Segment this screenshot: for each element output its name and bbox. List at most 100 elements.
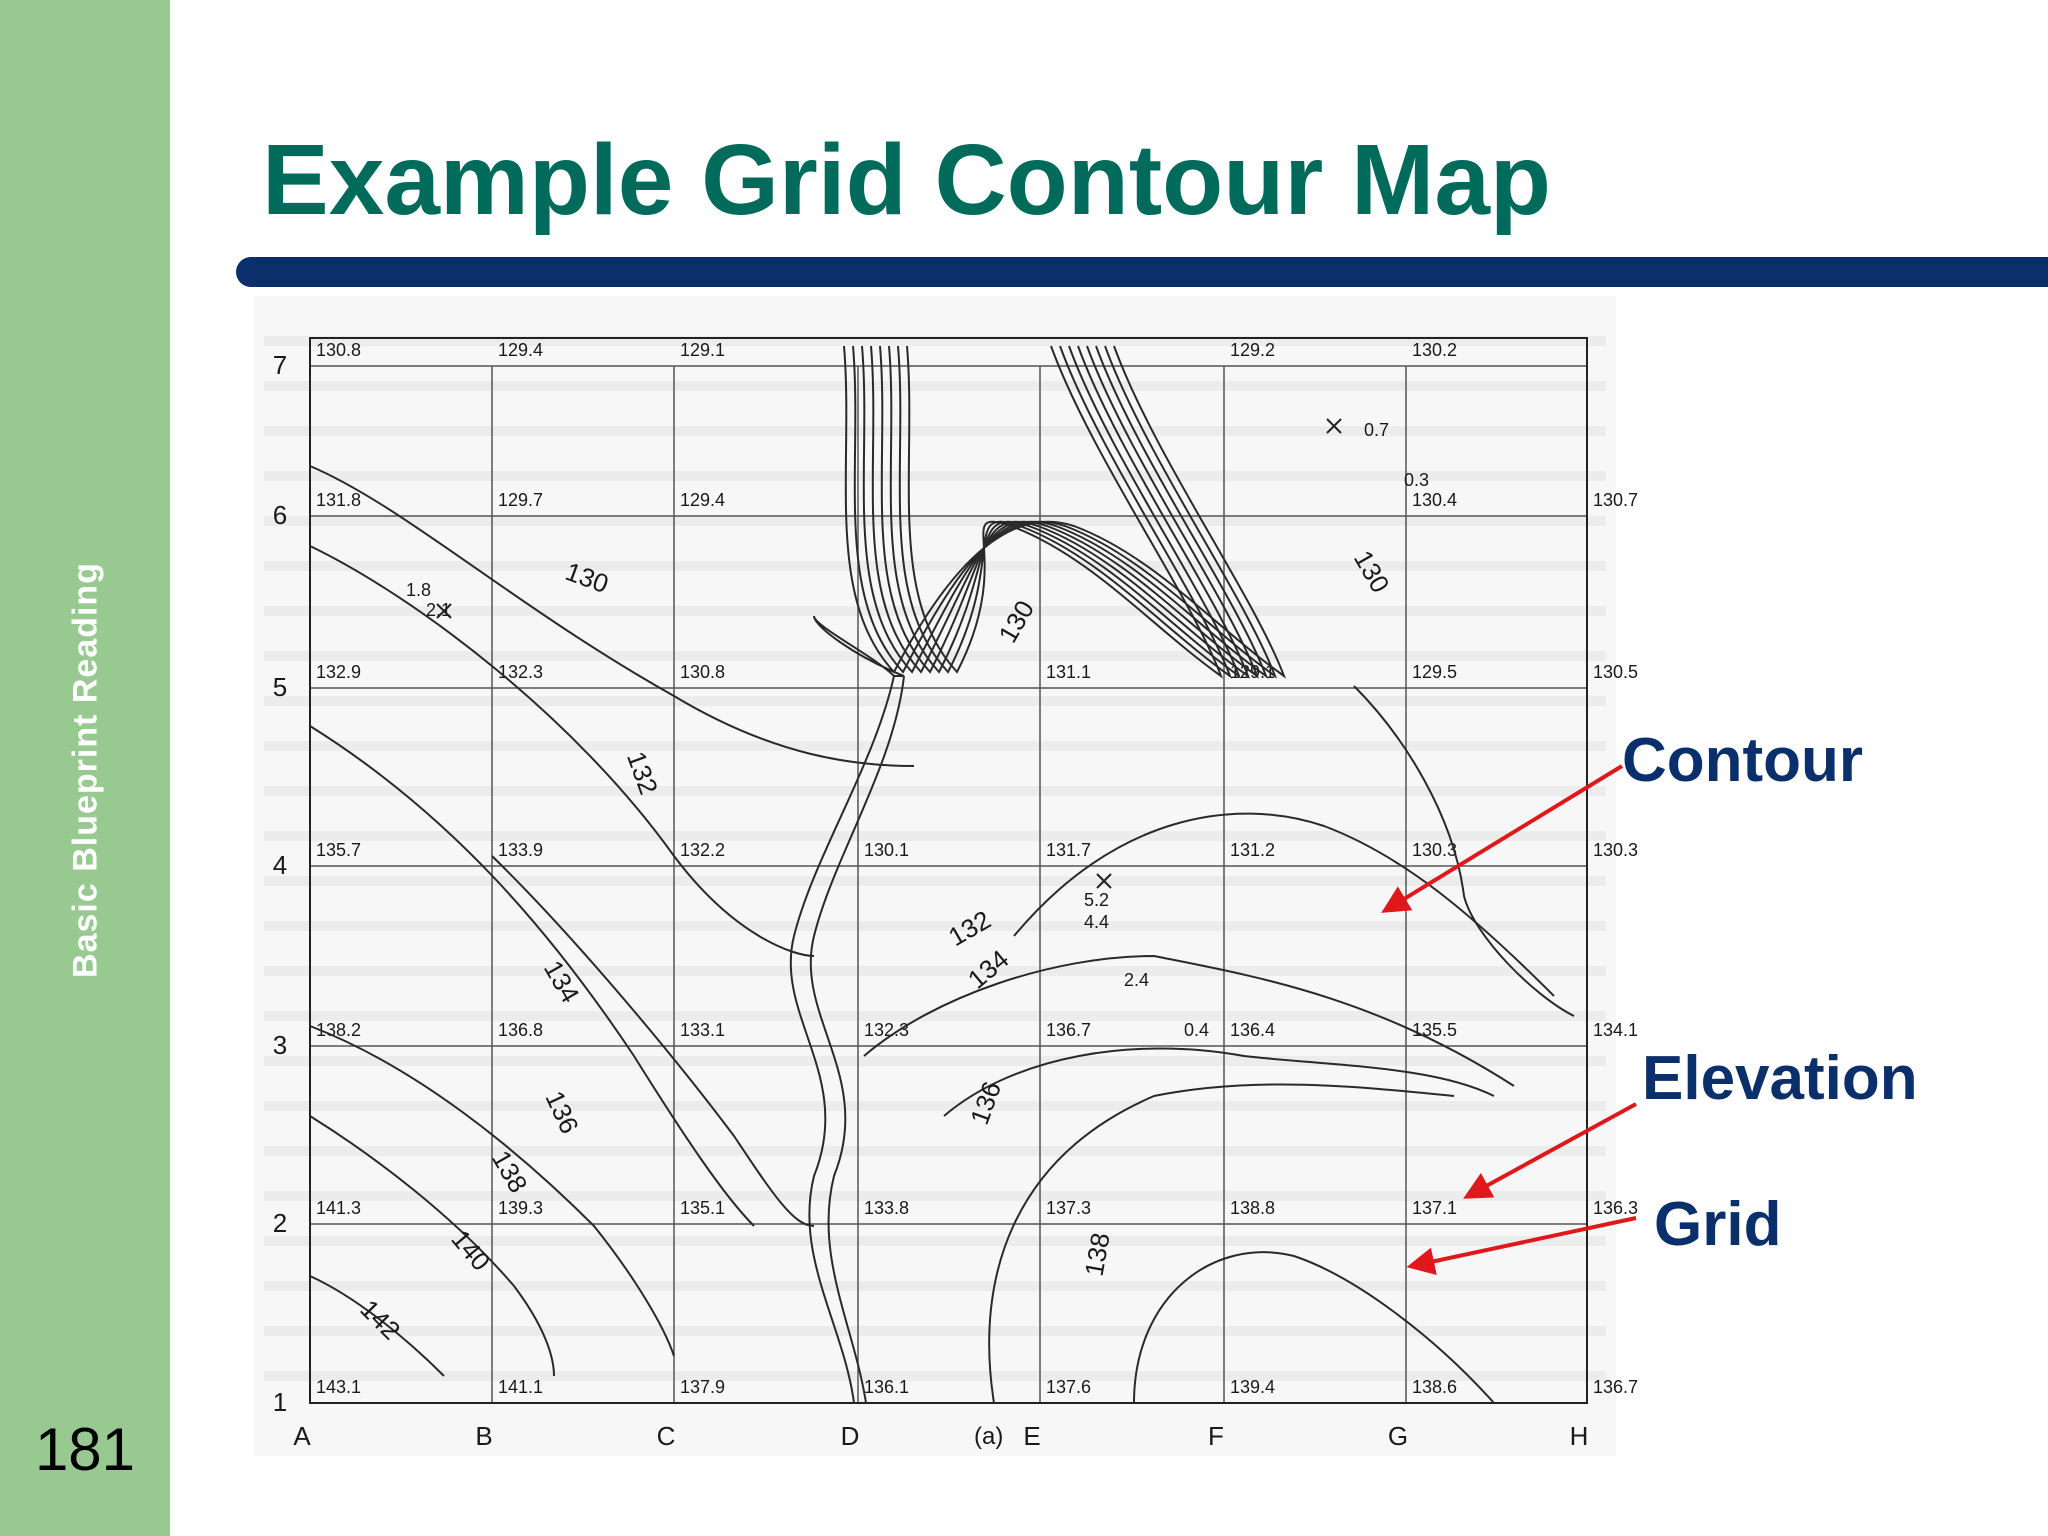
elevation-value: 137.3 [1046,1198,1091,1218]
column-label: A [293,1421,311,1451]
steep-contour-line [888,345,1242,679]
bleed-line [264,336,1606,346]
bleed-line [264,741,1606,751]
sidebar: Basic Blueprint Reading 181 [0,0,170,1536]
steep-contour-line [861,345,1269,679]
bleed-line [264,1371,1606,1381]
elevation-value: 130.7 [1593,490,1638,510]
row-label: 7 [273,350,287,380]
steep-contour-line [852,345,1278,679]
elevation-value: 136.1 [864,1377,909,1397]
elevation-value: 130.5 [1593,662,1638,682]
elevation-value: 130.2 [1412,340,1457,360]
spot-marker [1326,418,1342,434]
elevation-value: 132.9 [316,662,361,682]
contour-arrow [1381,764,1624,913]
bleed-line [264,1191,1606,1201]
elevation-value: 130.8 [680,662,725,682]
elevation-value: 139.4 [1230,1377,1275,1397]
contour-line [1013,812,1555,997]
contour-line [863,954,1515,1087]
elevation-value: 130.3 [1412,840,1457,860]
elevation-value: 143.1 [316,1377,361,1397]
contour-line [988,1083,1455,1404]
elevation-value: 130.3 [1593,840,1638,860]
stream-line [1353,685,1575,1017]
elevation-value: 129.4 [498,340,543,360]
elevation-value: 131.8 [316,490,361,510]
stream-line [813,615,905,677]
title-rule [236,257,2048,287]
spot-marker [1096,873,1112,889]
stream-line [809,675,905,1404]
spot-elevation-label: 4.4 [1084,912,1109,932]
contour-line [309,1275,445,1377]
bleed-line [264,1101,1606,1111]
spot-elevation-label: 2.1 [426,600,451,620]
elevation-value: 131.1 [1046,662,1091,682]
bleed-line [264,786,1606,796]
bleed-line [264,1056,1606,1066]
grid-callout: Grid [1654,1190,1782,1259]
bleed-line [264,966,1606,976]
elevation-value: 137.6 [1046,1377,1091,1397]
elevation-value: 129.2 [1230,340,1275,360]
bleed-line [264,606,1606,616]
contour-line [943,1047,1495,1117]
steep-contour-line [906,345,1224,679]
elevation-value: 138.6 [1412,1377,1457,1397]
row-label: 5 [273,672,287,702]
contour-line [309,465,915,767]
elevation-value: 136.7 [1593,1377,1638,1397]
column-label: D [841,1421,860,1451]
elevation-value: 133.8 [864,1198,909,1218]
column-label: E [1023,1421,1040,1451]
elevation-value: 141.1 [498,1377,543,1397]
elevation-value: 137.9 [680,1377,725,1397]
elevation-value: 131.2 [1230,840,1275,860]
bleed-line [264,1146,1606,1156]
column-label: B [475,1421,492,1451]
row-label: 2 [273,1208,287,1238]
spot-elevation-label: 1.8 [406,580,431,600]
elevation-value: 136.7 [1046,1020,1091,1040]
elevation-value: 137.1 [1412,1198,1457,1218]
grid-arrow [1406,1216,1637,1275]
spot-elevation-label: 0.4 [1184,1020,1209,1040]
column-label: H [1570,1421,1589,1451]
elevation-callout: Elevation [1642,1044,1918,1113]
column-label: C [657,1421,676,1451]
steep-contour-line [879,345,1251,679]
spot-elevation-label: 0.3 [1404,470,1429,490]
elevation-value: 132.2 [680,840,725,860]
spot-elevation-label: 0.7 [1364,420,1389,440]
bleed-line [264,831,1606,841]
bleed-line [264,1236,1606,1246]
steep-contour-line [897,345,1233,679]
column-label: F [1208,1421,1224,1451]
elevation-value: 136.3 [1593,1198,1638,1218]
steep-contour-line [843,345,1287,679]
slide-title: Example Grid Contour Map [262,124,1552,236]
bleed-line [264,876,1606,886]
contour-callout: Contour [1622,726,1864,795]
bleed-line [264,921,1606,931]
spot-elevation-label: 5.2 [1084,890,1109,910]
elevation-value: 138.8 [1230,1198,1275,1218]
elevation-value: 129.1 [680,340,725,360]
elevation-value: 129.4 [680,490,725,510]
elevation-value: 133.9 [498,840,543,860]
contour-line [309,1115,555,1377]
bleed-line [264,516,1606,526]
elevation-value: 136.8 [498,1020,543,1040]
elevation-value: 133.1 [680,1020,725,1040]
bleed-line [264,696,1606,706]
elevation-value: 136.4 [1230,1020,1275,1040]
contour-label: 138 [1079,1230,1116,1278]
spot-elevation-label: 2.4 [1124,970,1149,990]
bleed-line [264,1281,1606,1291]
map-border [309,337,1588,1404]
elevation-value: 132.3 [498,662,543,682]
